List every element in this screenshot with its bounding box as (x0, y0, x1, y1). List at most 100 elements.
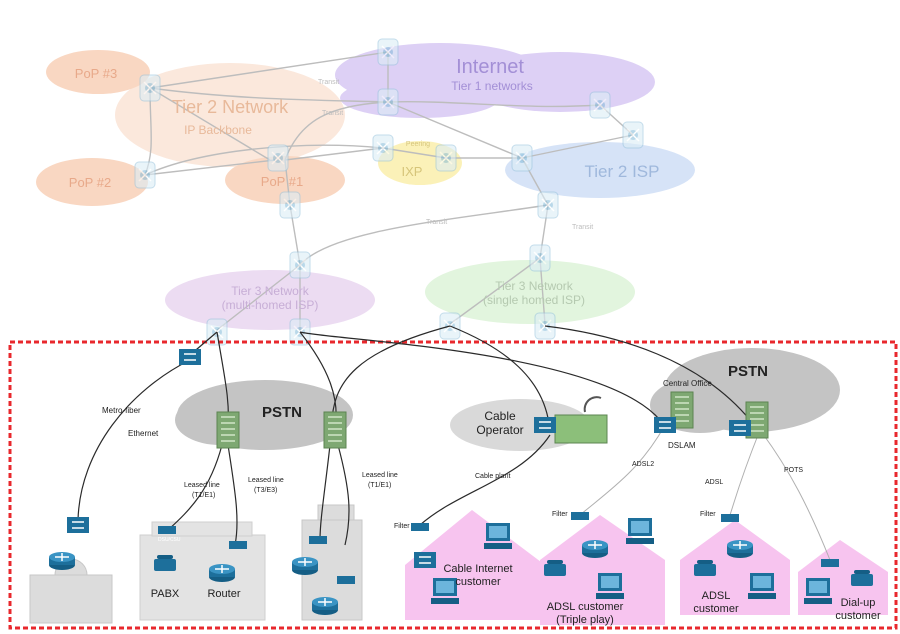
tier2-isp-cloud (505, 142, 695, 198)
router-icon (134, 161, 156, 189)
router-icon (48, 551, 76, 571)
router-icon (589, 91, 611, 119)
link-line (149, 51, 389, 89)
cable-operator-label: Cable (484, 409, 516, 423)
link-line (419, 434, 551, 526)
cable-operator-label: Operator (476, 423, 523, 437)
dslam-icon (653, 416, 677, 434)
transit-label: Transit (318, 79, 339, 86)
house-shape (798, 540, 888, 615)
pstn-right-label: PSTN (728, 363, 768, 380)
link-line (759, 429, 831, 561)
dialup-customer-label: customer (835, 610, 881, 622)
link-line (149, 87, 271, 161)
tier2-network-label: Tier 2 Network (172, 97, 289, 117)
adsl2-label: ADSL2 (632, 461, 654, 468)
filter-label: Filter (394, 523, 410, 530)
pop1-cloud (225, 156, 345, 204)
pabx-icon (154, 555, 176, 571)
access-network-border (8, 340, 898, 630)
dslam-label: DSLAM (668, 441, 696, 450)
link-line (579, 424, 666, 516)
dsu-csu-icon (158, 526, 176, 534)
ethernet-label: Ethernet (128, 429, 159, 438)
link-line (144, 144, 384, 176)
router-icon (279, 191, 301, 219)
tier3-multi-label: Tier 3 Network (231, 284, 310, 298)
dsu-csu-icon (309, 536, 327, 544)
headend-building (554, 414, 608, 444)
dsl-links (579, 424, 831, 561)
router-icon (581, 539, 609, 559)
internet-label: Internet (456, 56, 524, 78)
link-line (77, 359, 191, 521)
ethernet-switch-icon (66, 516, 90, 534)
dialup-house (798, 540, 888, 615)
filter-label: Filter (552, 511, 568, 518)
adsl-label: ADSL (705, 479, 723, 486)
link-line (227, 444, 238, 546)
transit-label: Transit (426, 219, 447, 226)
link-line (337, 444, 350, 546)
adsl-customer-label: ADSL (702, 590, 731, 602)
tv-icon (484, 523, 512, 549)
link-line (284, 147, 384, 161)
phone-icon (544, 560, 566, 576)
filter-label: Filter (700, 511, 716, 518)
phone-icon (694, 560, 716, 576)
metro-switch-icon (178, 348, 202, 366)
leased-line-label: Leased line (362, 472, 398, 479)
filter-icon (411, 523, 429, 531)
link-line (729, 429, 761, 516)
tv-icon (626, 518, 654, 544)
dslam-icon (728, 419, 752, 437)
building-shape (29, 574, 113, 624)
tier2-network-cloud (115, 63, 345, 167)
tier3-multi-sublabel: (multi-homed ISP) (222, 298, 319, 312)
adsl-triple-label: ADSL customer (547, 601, 624, 613)
adsl-house (680, 520, 790, 615)
tier3-single-label: Tier 3 Network (495, 279, 574, 293)
pop2-cloud (36, 158, 148, 206)
tier3-single-sublabel: (single homed ISP) (483, 293, 585, 307)
pop2-label: PoP #2 (69, 175, 111, 190)
tier1-label: Tier 1 networks (451, 79, 533, 93)
dsu-csu-icon (229, 541, 247, 549)
link-line (284, 101, 389, 161)
dsu-csu-label: DSU/CSU (158, 537, 181, 543)
cable-customer-label: customer (455, 576, 501, 588)
leased-line-label: Leased line (184, 482, 220, 489)
phone-icon (851, 570, 873, 586)
router-label: Router (207, 588, 240, 600)
dsu-csu-icon (337, 576, 355, 584)
cable-headend (533, 396, 608, 444)
pstn-left-label: PSTN (262, 404, 302, 421)
router-icon (208, 563, 236, 583)
central-office-switch-icon (323, 411, 347, 449)
access-links (77, 325, 751, 546)
link-line (387, 101, 601, 108)
router-icon (529, 244, 551, 272)
peering-label: Peering (406, 141, 430, 148)
router-icon (311, 596, 339, 616)
pop3-cloud (46, 50, 150, 94)
router-icon (139, 74, 161, 102)
router-icon (435, 144, 457, 172)
cable-customer-label: Cable Internet (443, 563, 512, 575)
router-icon (372, 134, 394, 162)
pc-icon (748, 573, 776, 599)
dialup-customer-label: Dial-up (841, 597, 876, 609)
central-office-switch-icon (216, 411, 240, 449)
tier3-multi-cloud (165, 270, 375, 330)
tier3-single-cloud-body (425, 260, 635, 324)
router-icon (537, 191, 559, 219)
house-shape (680, 520, 790, 615)
transit-label: Transit (322, 110, 343, 117)
link-line (167, 444, 223, 531)
router-icon (726, 539, 754, 559)
link-line (216, 264, 301, 331)
link-line (449, 257, 541, 325)
tier2-isp-cloud-body (505, 142, 695, 198)
pop3-label: PoP #3 (75, 66, 117, 81)
